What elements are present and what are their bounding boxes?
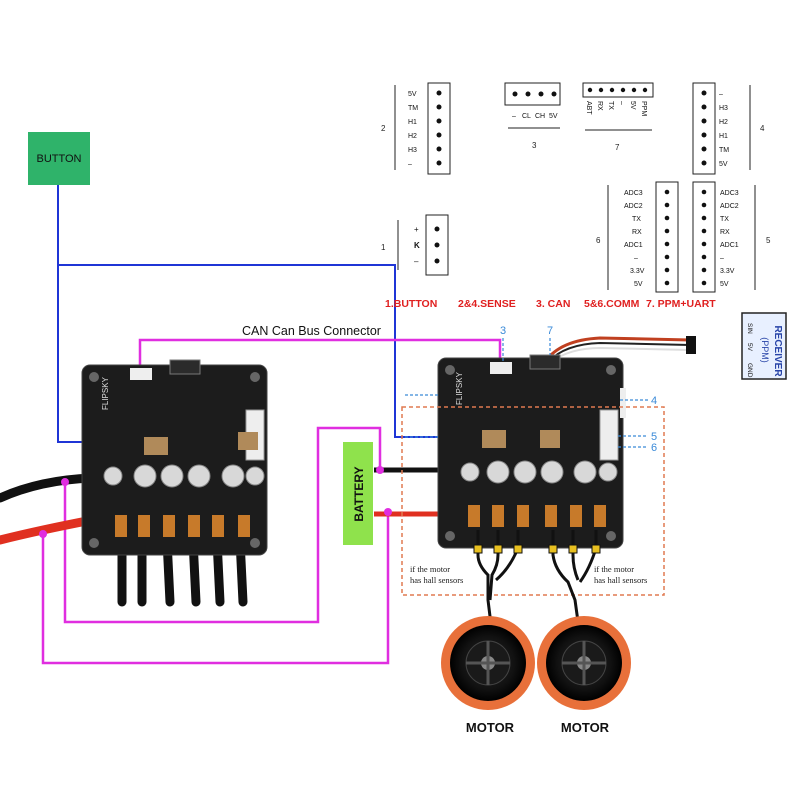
c4-pin-0: – [719,91,723,98]
battery-box [343,442,373,545]
c7-pin-0: ABT [585,101,592,115]
c6-pin-4: ADC1 [624,242,643,249]
connector-6-pinout: 6 ADC3 ADC2 TX RX ADC1 – 3.3V 5V [596,181,679,293]
left-board-brand: FLIPSKY [101,376,110,410]
c3-pin-1: CL [522,113,531,120]
receiver-pin-5v: 5V [746,343,753,352]
right-board-brand: FLIPSKY [455,371,464,405]
can-bus-wire [138,338,502,372]
receiver-pin-sin: SIN [746,323,753,334]
c5-pin-2: TX [720,216,729,223]
legend-1: 1.BUTTON [385,298,437,310]
c6-pin-6: 3.3V [630,268,645,275]
legend-2: 2&4.SENSE [458,298,516,310]
connector-1-pinout: 1 + K – [381,214,449,276]
connector-3-number: 3 [532,141,537,150]
battery-loop-outer [41,512,390,665]
c5-pin-4: ADC1 [720,242,739,249]
receiver-box: RECEIVER (PPM) SIN 5V GND [741,312,787,380]
motor-left [441,616,535,710]
battery-loop-inner [63,426,382,624]
legend-3: 3. CAN [536,298,570,310]
c2-pin-2: H1 [408,119,417,126]
c2-pin-0: 5V [408,91,417,98]
callout-3: 3 [500,325,506,337]
hall-note-left-2: has hall sensors [410,575,463,585]
button-label: BUTTON [36,153,81,165]
c5-pin-1: ADC2 [720,203,739,210]
battery-label: BATTERY [352,466,366,521]
callout-5: 5 [651,431,657,443]
can-label: CAN Can Bus Connector [242,324,381,338]
c1-pin-1: K [414,241,420,250]
left-esc-board: FLIPSKY [81,359,268,556]
c4-pin-1: H3 [719,105,728,112]
motor-left-label: MOTOR [466,720,515,735]
c4-pin-2: H2 [719,119,728,126]
hall-note-left-1: if the motor [410,564,450,574]
connector-5-pinout: ADC3 ADC2 TX RX ADC1 – 3.3V 5V 5 [692,181,771,293]
callout-6: 6 [651,442,657,454]
c6-pin-5: – [634,255,638,262]
c2-pin-1: TM [408,105,418,112]
c1-pin-0: + [414,225,419,234]
hall-note-right-1: if the motor [594,564,634,574]
receiver-title: RECEIVER [772,325,783,377]
receiver-sub: (PPM) [760,337,770,363]
c2-pin-3: H2 [408,133,417,140]
c1-pin-2: – [414,257,419,266]
callout-7: 7 [547,325,553,337]
c2-pin-5: – [408,161,412,168]
right-system-dashed-box [401,406,665,596]
c3-pin-2: CH [535,113,545,120]
c3-pin-3: 5V [549,113,558,120]
c6-pin-3: RX [632,229,642,236]
connector-7-number: 7 [615,143,620,152]
motor-right-label: MOTOR [561,720,610,735]
c7-pin-1: RX [596,101,603,111]
c4-pin-4: TM [719,147,729,154]
connector-4-number: 4 [760,124,765,133]
c7-pin-5: PPM [640,101,647,116]
button-box [28,132,90,185]
c4-pin-3: H1 [719,133,728,140]
c5-pin-6: 3.3V [720,268,735,275]
c5-pin-0: ADC3 [720,190,739,197]
connector-2-pinout: 2 5V TM H1 H2 H3 – [381,82,451,175]
connector-3-pinout: – CL CH 5V 3 [504,82,561,150]
left-red-lead [0,515,97,545]
c7-pin-3: – [618,101,625,105]
connector-7-pinout: ABT RX TX – 5V PPM 7 [582,82,654,152]
connector-legend: 1.BUTTON 2&4.SENSE 3. CAN 5&6.COMM 7. PP… [385,298,716,310]
callout-4: 4 [651,395,657,407]
c7-pin-2: TX [607,101,614,110]
motor-right [537,616,631,710]
hall-note-right-2: has hall sensors [594,575,647,585]
c6-pin-2: TX [632,216,641,223]
receiver-pin-gnd: GND [746,363,753,378]
legend-5: 7. PPM+UART [646,298,716,310]
c6-pin-1: ADC2 [624,203,643,210]
c4-pin-5: 5V [719,161,728,168]
c6-pin-0: ADC3 [624,190,643,197]
c2-pin-4: H3 [408,147,417,154]
c7-pin-4: 5V [629,101,636,110]
c6-pin-7: 5V [634,281,643,288]
connector-5-number: 5 [766,236,771,245]
button-wire-left [57,185,92,443]
legend-4: 5&6.COMM [584,298,640,310]
left-black-lead [0,473,97,503]
connector-4-pinout: – H3 H2 H1 TM 5V 4 [692,82,765,175]
connector-1-number: 1 [381,243,386,252]
connector-2-number: 2 [381,124,386,133]
right-esc-board: FLIPSKY [437,354,626,549]
c3-pin-0: – [512,113,516,120]
connector-6-number: 6 [596,236,601,245]
c5-pin-5: – [720,255,724,262]
c5-pin-7: 5V [720,281,729,288]
c5-pin-3: RX [720,229,730,236]
